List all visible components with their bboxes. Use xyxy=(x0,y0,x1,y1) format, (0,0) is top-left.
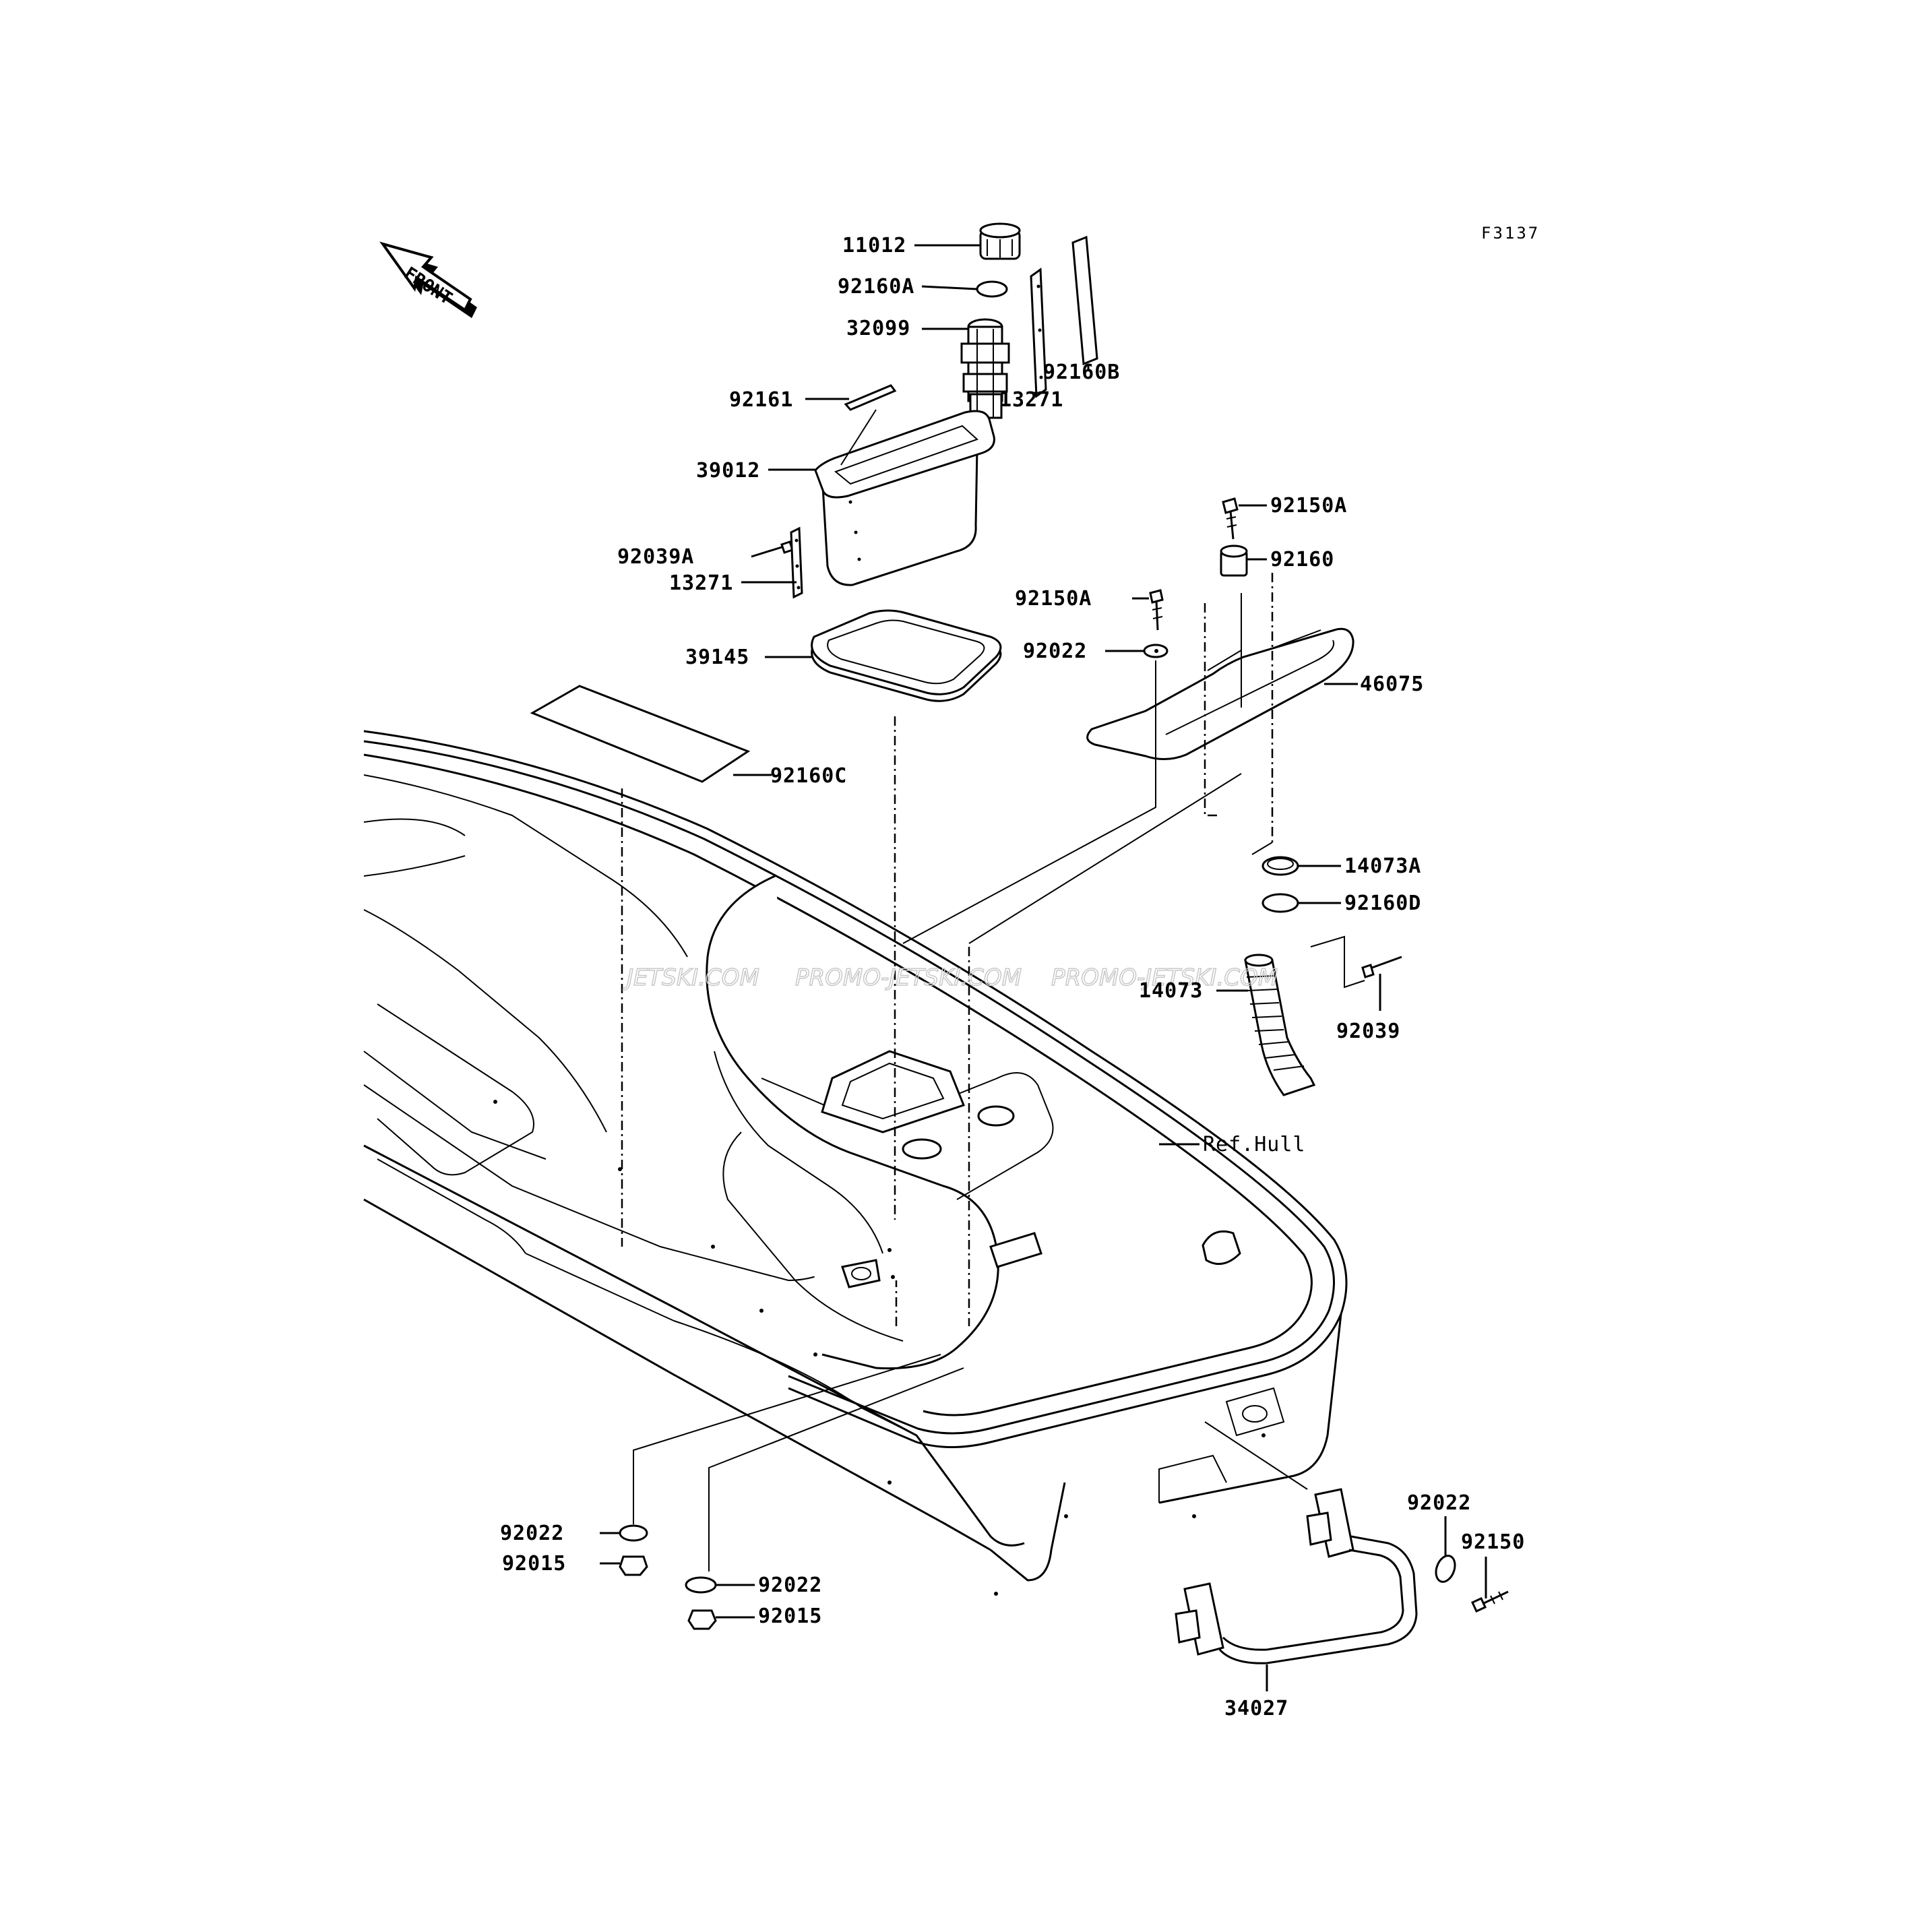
figure-code: F3137 xyxy=(1481,224,1540,243)
guide-line xyxy=(902,660,1156,944)
bolt-92150 xyxy=(1471,1590,1509,1613)
watermark: JETSKI.COM xyxy=(623,964,759,991)
rivet-92039 xyxy=(1361,956,1402,978)
ring-14073A xyxy=(1261,856,1299,876)
washer-92022-left xyxy=(619,1524,648,1542)
guide-line xyxy=(1204,603,1220,817)
leader-lines xyxy=(600,244,1487,1691)
label-92022-right: 92022 xyxy=(1407,1491,1471,1515)
washer-92022-center xyxy=(685,1576,717,1594)
watermark: PROMO-JETSKI.COM xyxy=(795,964,1022,991)
mat-92160C xyxy=(530,685,751,783)
watermark: PROMO-JETSKI.COM xyxy=(1051,964,1278,991)
label-92150A-mid: 92150A xyxy=(1015,587,1092,611)
gasket-39145 xyxy=(811,609,1002,702)
guide-line xyxy=(1251,842,1273,855)
label-92160B: 92160B xyxy=(1043,361,1120,384)
label-92015-left: 92015 xyxy=(502,1552,566,1576)
label-32099: 32099 xyxy=(846,317,910,340)
bolt-92150A-mid xyxy=(1149,589,1164,631)
bolt-92150A-top xyxy=(1222,497,1239,540)
rivet-92039A xyxy=(751,540,794,558)
oring-92160A xyxy=(976,280,1008,298)
hose-14073 xyxy=(1244,954,1316,1096)
label-92039: 92039 xyxy=(1336,1020,1400,1043)
nut-92015-center xyxy=(687,1609,717,1630)
label-39145: 39145 xyxy=(685,646,749,669)
label-92160A: 92160A xyxy=(838,275,914,299)
label-11012: 11012 xyxy=(842,234,906,257)
label-14073: 14073 xyxy=(1139,979,1203,1003)
plate-13271-top xyxy=(1030,268,1047,398)
label-92160D: 92160D xyxy=(1344,892,1421,915)
guide-line xyxy=(1207,650,1242,671)
label-92022-left: 92022 xyxy=(500,1522,564,1545)
guide-line xyxy=(1204,1421,1308,1490)
label-39012: 39012 xyxy=(696,459,760,482)
ring-92160D xyxy=(1261,893,1299,913)
damper-92160 xyxy=(1220,544,1248,577)
plate-13271-bottom xyxy=(790,526,803,599)
guide-line xyxy=(968,773,1242,944)
label-92150A-top: 92150A xyxy=(1270,494,1347,518)
label-34027: 34027 xyxy=(1224,1697,1288,1720)
washer-92022-right xyxy=(1435,1555,1456,1583)
washer-92022-mid xyxy=(1143,644,1168,658)
strip-92161 xyxy=(844,384,897,411)
label-14073A: 14073A xyxy=(1344,854,1421,878)
label-92150: 92150 xyxy=(1461,1530,1525,1554)
label-ref-hull: Ref.Hull xyxy=(1203,1133,1306,1156)
pad-92160B xyxy=(1071,235,1098,366)
label-46075: 46075 xyxy=(1360,673,1424,696)
reboarding-step-34027 xyxy=(1175,1488,1418,1664)
label-92022-mid: 92022 xyxy=(1023,640,1087,663)
front-arrow-icon: FRONT xyxy=(379,241,477,318)
guide-line xyxy=(708,1367,964,1571)
label-13271-top: 13271 xyxy=(999,388,1063,412)
guide-line xyxy=(633,1354,941,1524)
hull-body xyxy=(363,730,1348,1596)
storage-bucket-39012 xyxy=(814,409,995,586)
label-92161: 92161 xyxy=(729,388,793,412)
filler-cap-11012 xyxy=(979,222,1021,260)
label-13271-bottom: 13271 xyxy=(669,571,733,595)
label-92160: 92160 xyxy=(1270,548,1334,571)
label-92039A: 92039A xyxy=(617,545,694,569)
label-92022-center: 92022 xyxy=(758,1573,822,1597)
grab-handle-46075 xyxy=(1086,627,1354,760)
guide-line xyxy=(1310,935,1365,989)
nut-92015-left xyxy=(619,1555,648,1576)
label-92160C: 92160C xyxy=(770,764,847,788)
label-92015-center: 92015 xyxy=(758,1604,822,1628)
